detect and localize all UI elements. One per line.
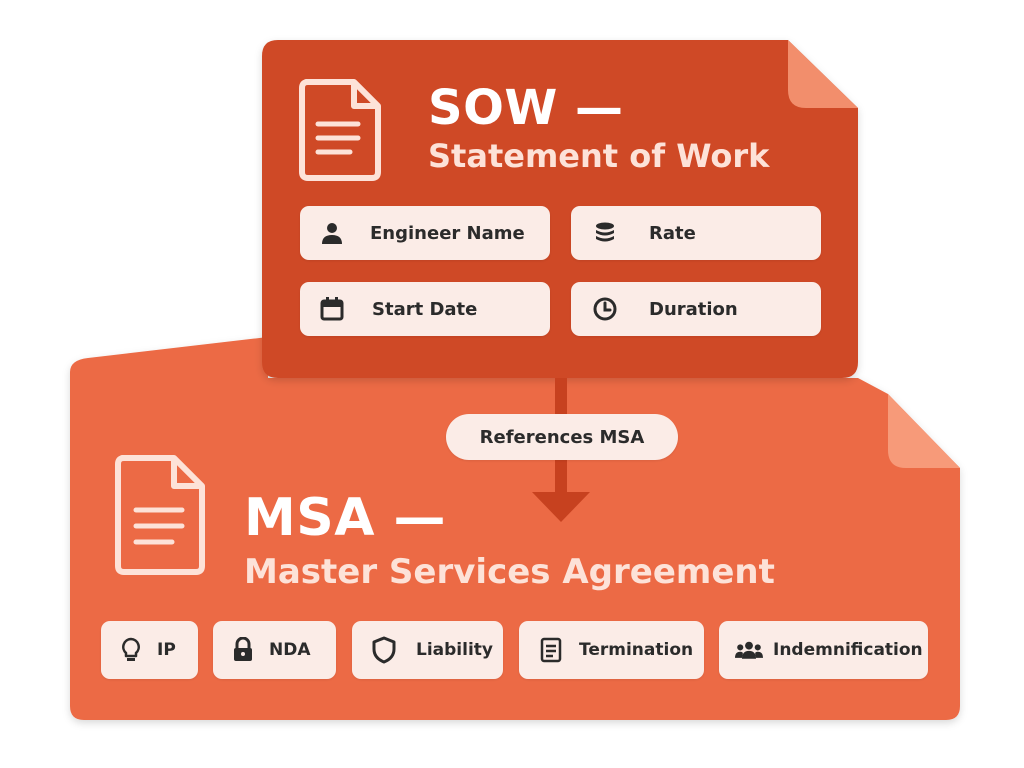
sow-title: SOW — — [428, 80, 624, 136]
sow-subtitle: Statement of Work — [428, 137, 770, 175]
calendar-icon — [318, 296, 346, 322]
sow-field-start-date: Start Date — [300, 282, 550, 336]
clause-label: NDA — [269, 640, 311, 660]
msa-clause-nda: NDA — [213, 621, 336, 679]
field-label: Start Date — [372, 298, 478, 320]
clause-label: Indemnification — [773, 640, 923, 660]
msa-folded-corner — [888, 394, 960, 468]
msa-clause-ip: IP — [101, 621, 198, 679]
clause-label: Liability — [416, 640, 493, 660]
clock-icon — [591, 296, 619, 322]
sow-field-engineer-name: Engineer Name — [300, 206, 550, 260]
clause-label: Termination — [579, 640, 694, 660]
coins-stack-icon — [591, 221, 619, 245]
msa-clause-indemnification: Indemnification — [719, 621, 928, 679]
person-icon — [318, 221, 346, 245]
clause-label: IP — [157, 640, 176, 660]
document-icon — [299, 79, 381, 181]
field-label: Engineer Name — [370, 222, 525, 244]
lightbulb-icon — [117, 637, 145, 663]
shield-icon — [370, 636, 398, 664]
document-icon — [115, 455, 205, 575]
sow-field-rate: Rate — [571, 206, 821, 260]
msa-title: MSA — — [244, 488, 447, 548]
field-label: Duration — [649, 298, 738, 320]
msa-clause-termination: Termination — [519, 621, 704, 679]
references-msa-label: References MSA — [446, 414, 678, 460]
sow-field-duration: Duration — [571, 282, 821, 336]
field-label: Rate — [649, 222, 696, 244]
lock-icon — [229, 637, 257, 663]
msa-subtitle: Master Services Agreement — [244, 552, 775, 592]
group-icon — [735, 638, 763, 662]
sow-folded-corner — [788, 40, 858, 108]
msa-clause-liability: Liability — [352, 621, 503, 679]
document-lines-icon — [537, 637, 565, 663]
